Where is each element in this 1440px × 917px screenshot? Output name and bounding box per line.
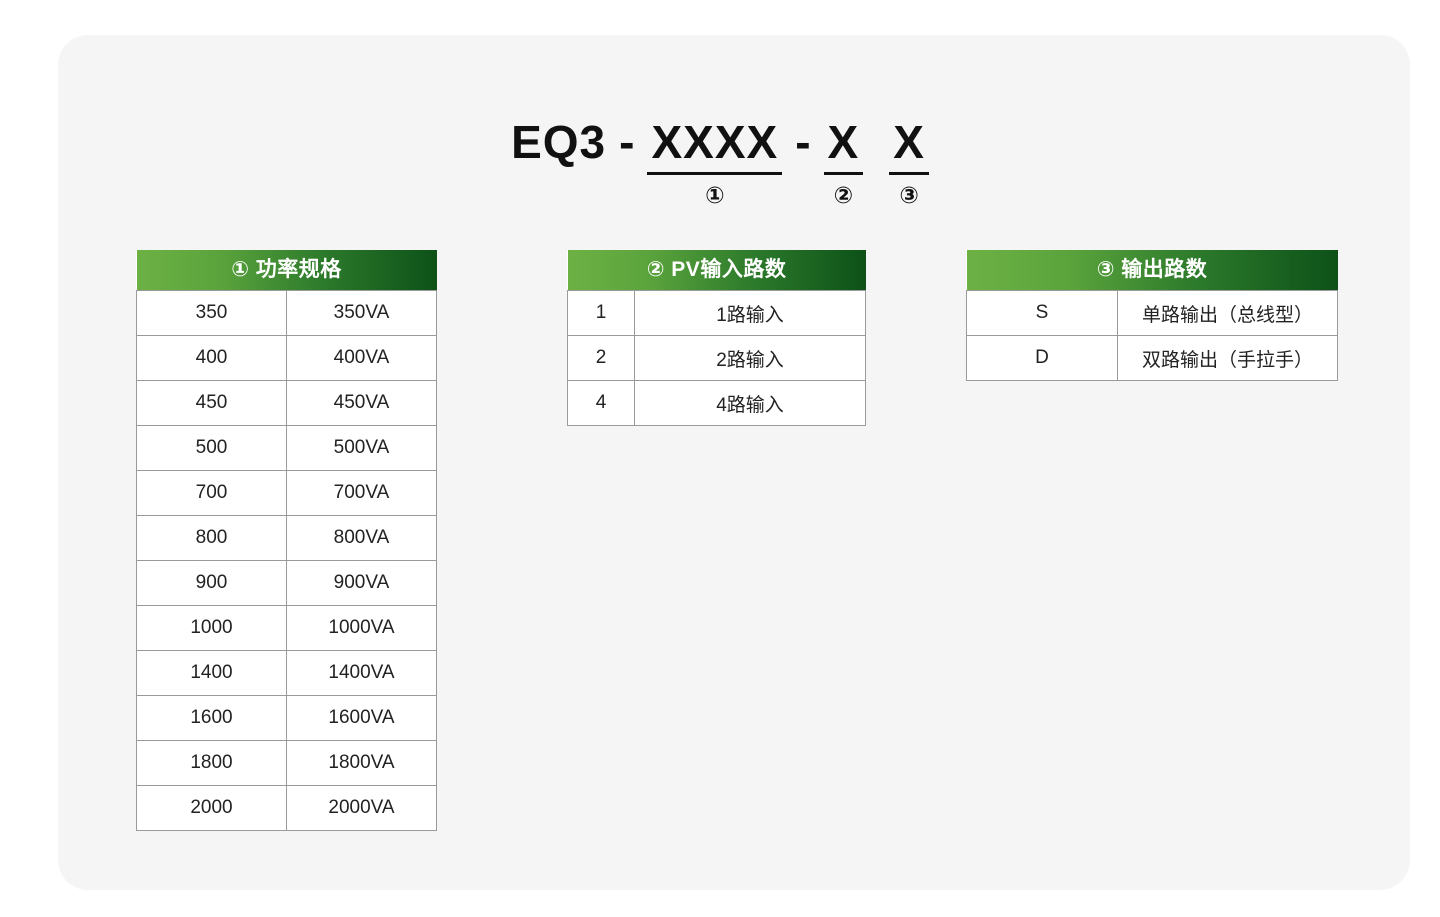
cell-code: 700	[136, 470, 287, 516]
model-code-field-2: X	[823, 116, 864, 175]
model-code-prefix: EQ3	[511, 116, 607, 168]
table-pv-input-header: ② PV输入路数	[567, 250, 866, 291]
cell-description: 2000VA	[286, 785, 437, 831]
table-power-spec-header: ① 功率规格	[136, 250, 437, 291]
model-code-field-1: XXXX	[647, 116, 783, 175]
cell-description: 1800VA	[286, 740, 437, 786]
model-code-row: EQ3 - XXXX ① - X ② X ③	[511, 116, 929, 208]
cell-description: 1000VA	[286, 605, 437, 651]
cell-description: 4路输入	[633, 380, 867, 426]
cell-code: 1400	[136, 650, 287, 696]
cell-description: 双路输出（手拉手）	[1117, 335, 1338, 381]
cell-code: 2000	[136, 785, 287, 831]
model-code-dash-1: -	[619, 116, 635, 168]
model-code-field-2-segment: X ②	[823, 116, 864, 208]
cell-description: 700VA	[286, 470, 437, 516]
cell-code: D	[966, 335, 1118, 381]
cell-description: 400VA	[286, 335, 437, 381]
cell-description: 500VA	[286, 425, 437, 471]
model-code-marker-1: ①	[705, 182, 725, 208]
model-code-marker-3: ③	[899, 182, 919, 208]
model-code-marker-2: ②	[833, 182, 854, 208]
cell-code: S	[966, 290, 1118, 336]
cell-description: 1600VA	[286, 695, 437, 741]
cell-code: 800	[136, 515, 287, 561]
table-header-row: ① 功率规格	[136, 250, 437, 291]
model-code-title: EQ3 - XXXX ① - X ② X ③	[0, 116, 1440, 208]
cell-code: 1	[567, 290, 635, 336]
cell-description: 900VA	[286, 560, 437, 606]
cell-code: 1600	[136, 695, 287, 741]
cell-code: 500	[136, 425, 287, 471]
model-code-dash-2: -	[795, 116, 811, 168]
cell-description: 1路输入	[633, 290, 867, 336]
cell-code: 450	[136, 380, 287, 426]
model-code-field-1-segment: XXXX ①	[647, 116, 783, 208]
model-code-field-3: X	[889, 116, 929, 175]
cell-description: 450VA	[286, 380, 437, 426]
cell-code: 400	[136, 335, 287, 381]
table-header-row: ③ 输出路数	[966, 250, 1338, 291]
cell-description: 2路输入	[633, 335, 867, 381]
table-header-row: ② PV输入路数	[567, 250, 866, 291]
cell-description: 800VA	[286, 515, 437, 561]
cell-code: 2	[567, 335, 635, 381]
cell-description: 单路输出（总线型）	[1117, 290, 1338, 336]
cell-code: 1000	[136, 605, 287, 651]
model-code-field-3-segment: X ③	[889, 116, 929, 208]
cell-description: 350VA	[286, 290, 437, 336]
cell-code: 900	[136, 560, 287, 606]
cell-description: 1400VA	[286, 650, 437, 696]
model-code-prefix-segment: EQ3	[511, 116, 606, 168]
table-output-header: ③ 输出路数	[966, 250, 1338, 291]
cell-code: 1800	[136, 740, 287, 786]
cell-code: 4	[567, 380, 635, 426]
cell-code: 350	[136, 290, 287, 336]
